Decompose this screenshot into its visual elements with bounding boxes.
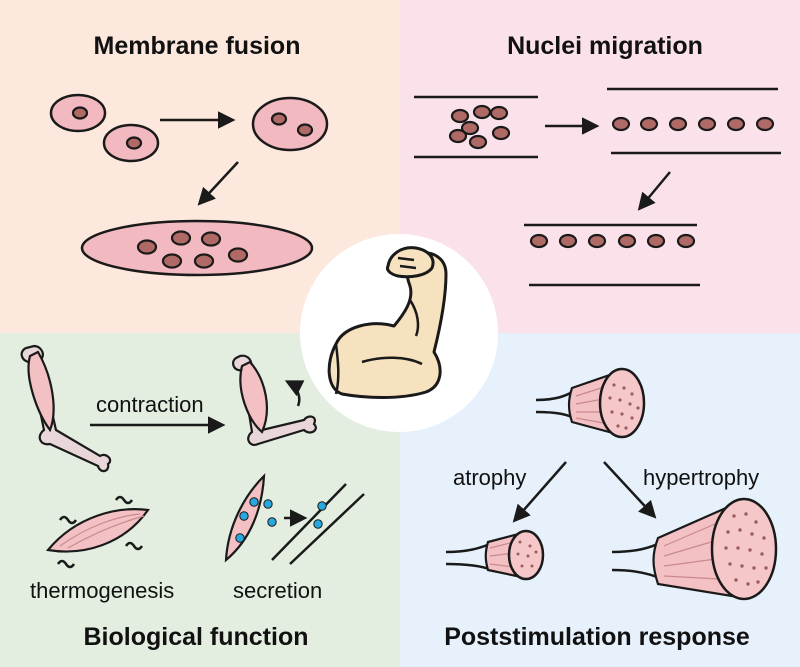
myotube — [80, 219, 314, 277]
fiber-dots — [724, 512, 768, 586]
fiber-dots — [608, 383, 640, 430]
nucleus — [227, 247, 249, 263]
secreted-molecule — [317, 501, 327, 511]
nucleus — [697, 116, 717, 132]
nucleus — [170, 230, 192, 246]
bundle-cross-section — [598, 367, 646, 439]
label-thermogenesis: thermogenesis — [30, 578, 174, 603]
label-atrophy: atrophy — [453, 465, 526, 490]
nucleus — [460, 120, 480, 136]
nucleus — [755, 116, 775, 132]
relaxed-muscle-icon — [20, 344, 112, 473]
nucleus — [71, 106, 89, 120]
secretion-cell-icon — [224, 473, 365, 565]
secreted-molecule — [235, 533, 245, 543]
bundle-cross-section — [507, 529, 545, 581]
nucleus — [136, 239, 158, 255]
label-hypertrophy: hypertrophy — [643, 465, 759, 490]
nucleus — [193, 253, 215, 269]
nucleus — [270, 112, 288, 126]
migration-arrow — [637, 171, 671, 211]
blood-vessel-line — [271, 483, 347, 561]
secreted-molecule — [249, 497, 259, 507]
muscle-bundle-normal — [535, 367, 646, 439]
nucleus — [639, 116, 659, 132]
contracted-muscle-icon — [232, 354, 317, 446]
nucleus — [200, 231, 222, 247]
nucleus — [529, 233, 549, 249]
muscle-bundle-hypertrophy — [611, 497, 778, 601]
nucleus — [587, 233, 607, 249]
nucleus — [125, 136, 143, 150]
membrane-fusion-diagram — [49, 93, 329, 277]
title-nuclei-migration: Nuclei migration — [507, 32, 703, 60]
secreted-molecule — [267, 517, 277, 527]
nucleus — [161, 253, 183, 269]
biological-function-diagram: contraction thermogenesis — [20, 344, 365, 603]
bundle-cross-section — [710, 497, 778, 601]
secreted-molecule — [239, 511, 249, 521]
secreted-molecule — [263, 499, 273, 509]
secreted-molecule — [313, 519, 323, 529]
label-contraction: contraction — [96, 392, 204, 417]
thermogenesis-cell-icon — [45, 495, 150, 569]
nucleus — [726, 116, 746, 132]
title-biological-function: Biological function — [84, 623, 309, 651]
blood-vessel-line — [289, 493, 365, 565]
nucleus — [491, 125, 511, 141]
nucleus — [472, 104, 492, 120]
nuclei-migration-diagram — [414, 87, 781, 287]
atrophy-arrow — [512, 461, 567, 523]
fused-cell — [251, 96, 329, 152]
center-badge — [300, 234, 498, 432]
hypertrophy-arrow — [603, 461, 657, 519]
nucleus — [468, 134, 488, 150]
muscle-bundle-atrophy — [445, 529, 545, 581]
nucleus — [617, 233, 637, 249]
poststimulation-response-diagram: atrophy hypertrophy — [445, 367, 778, 601]
flexed-arm-icon — [327, 246, 448, 399]
nucleus — [646, 233, 666, 249]
label-secretion: secretion — [233, 578, 322, 603]
nucleus — [448, 128, 468, 144]
nucleus — [489, 105, 509, 121]
nucleus — [450, 108, 470, 124]
nucleus — [668, 116, 688, 132]
title-membrane-fusion: Membrane fusion — [94, 32, 301, 60]
flex-arrow — [284, 380, 305, 407]
nucleus — [296, 123, 314, 137]
nucleus — [676, 233, 696, 249]
nucleus — [558, 233, 578, 249]
fiber-dots — [516, 540, 538, 568]
nucleus — [611, 116, 631, 132]
fusion-arrow — [197, 161, 239, 206]
title-poststimulation-response: Poststimulation response — [444, 623, 750, 651]
